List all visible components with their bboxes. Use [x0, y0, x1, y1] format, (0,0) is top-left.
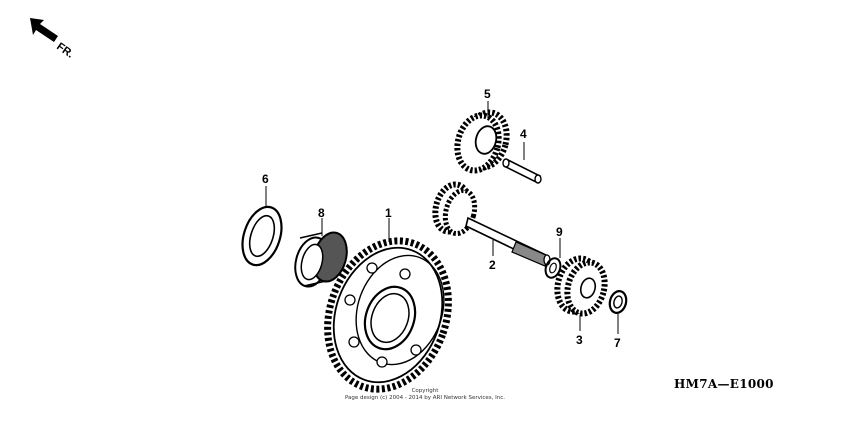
callout-8: 8 — [318, 206, 325, 220]
callout-5: 5 — [484, 87, 491, 101]
washer-7 — [608, 290, 628, 314]
callout-7: 7 — [614, 336, 621, 350]
pin-4 — [502, 158, 542, 184]
callout-9: 9 — [556, 225, 563, 239]
callout-4: 4 — [520, 127, 527, 141]
needle-bearing-8 — [294, 231, 348, 288]
front-arrow-icon — [30, 18, 58, 42]
driven-gear-1 — [324, 237, 452, 393]
diagram-code: HM7A—E1000 — [674, 377, 774, 391]
callout-1: 1 — [385, 206, 392, 220]
callout-3: 3 — [576, 333, 583, 347]
gear-5 — [454, 109, 510, 174]
copyright-line-1: Copyright — [411, 388, 439, 394]
washer-6 — [241, 205, 283, 267]
leader-lines — [265, 101, 619, 334]
gear-3 — [554, 255, 608, 317]
callout-2: 2 — [489, 258, 496, 272]
callout-6: 6 — [262, 172, 269, 186]
shaft-2 — [432, 181, 551, 267]
copyright-line-2: Page design (c) 2004 - 2014 by ARI Netwo… — [344, 395, 506, 401]
direction-label: FR. — [54, 41, 75, 61]
